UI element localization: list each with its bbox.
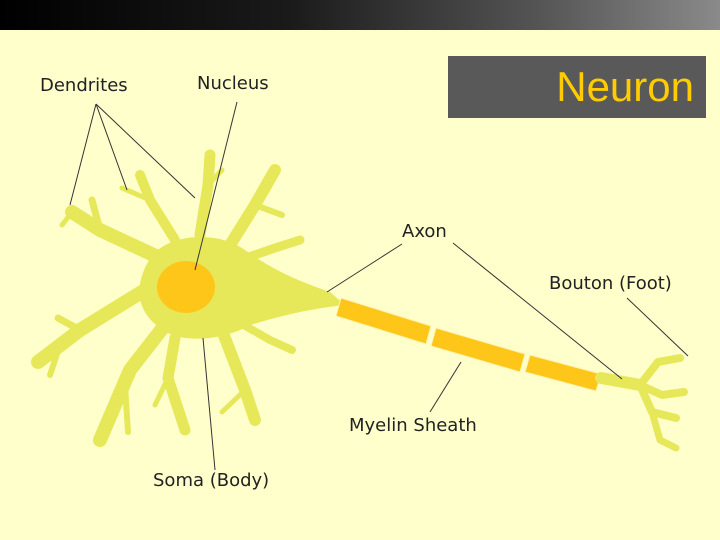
title-box: Neuron (448, 56, 706, 118)
axon-terminal-shape (595, 354, 688, 452)
nucleus-shape (157, 261, 215, 313)
myelin-sheath-shape (335, 297, 602, 392)
label-dendrites: Dendrites (40, 75, 128, 96)
dendrites-shape (31, 149, 305, 447)
label-nucleus: Nucleus (197, 73, 269, 94)
label-axon: Axon (402, 221, 447, 242)
leader-lines (69, 101, 689, 471)
label-myelin-sheath: Myelin Sheath (349, 415, 477, 436)
top-gradient-bar (0, 0, 720, 30)
label-bouton: Bouton (Foot) (549, 273, 672, 294)
label-soma: Soma (Body) (153, 470, 270, 491)
slide-title: Neuron (556, 63, 694, 110)
